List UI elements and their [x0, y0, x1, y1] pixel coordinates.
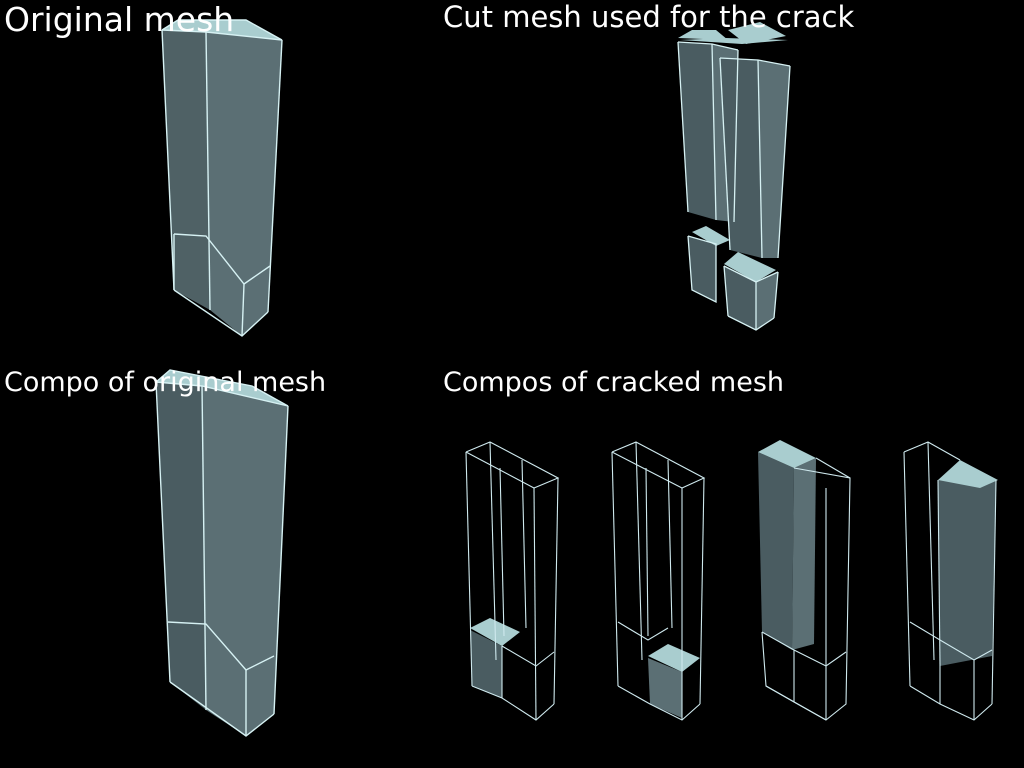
compo-original-render: [155, 369, 289, 737]
original-mesh-render: [161, 19, 283, 337]
cut-mesh-render: [677, 22, 791, 331]
cracked-compo-2: [611, 441, 706, 721]
viewport-compo-original[interactable]: Compo of original mesh: [0, 360, 440, 768]
viewport-cut-mesh[interactable]: Cut mesh used for the crack: [440, 0, 1024, 360]
viewport-compos-cracked[interactable]: Compos of cracked mesh: [440, 360, 1024, 768]
viewport-original-mesh[interactable]: Original mesh: [0, 0, 440, 360]
compos-cracked-render: [465, 440, 998, 721]
cracked-compo-1: [465, 441, 560, 721]
cracked-compo-4: [903, 441, 998, 721]
cracked-compo-3: [758, 440, 851, 721]
